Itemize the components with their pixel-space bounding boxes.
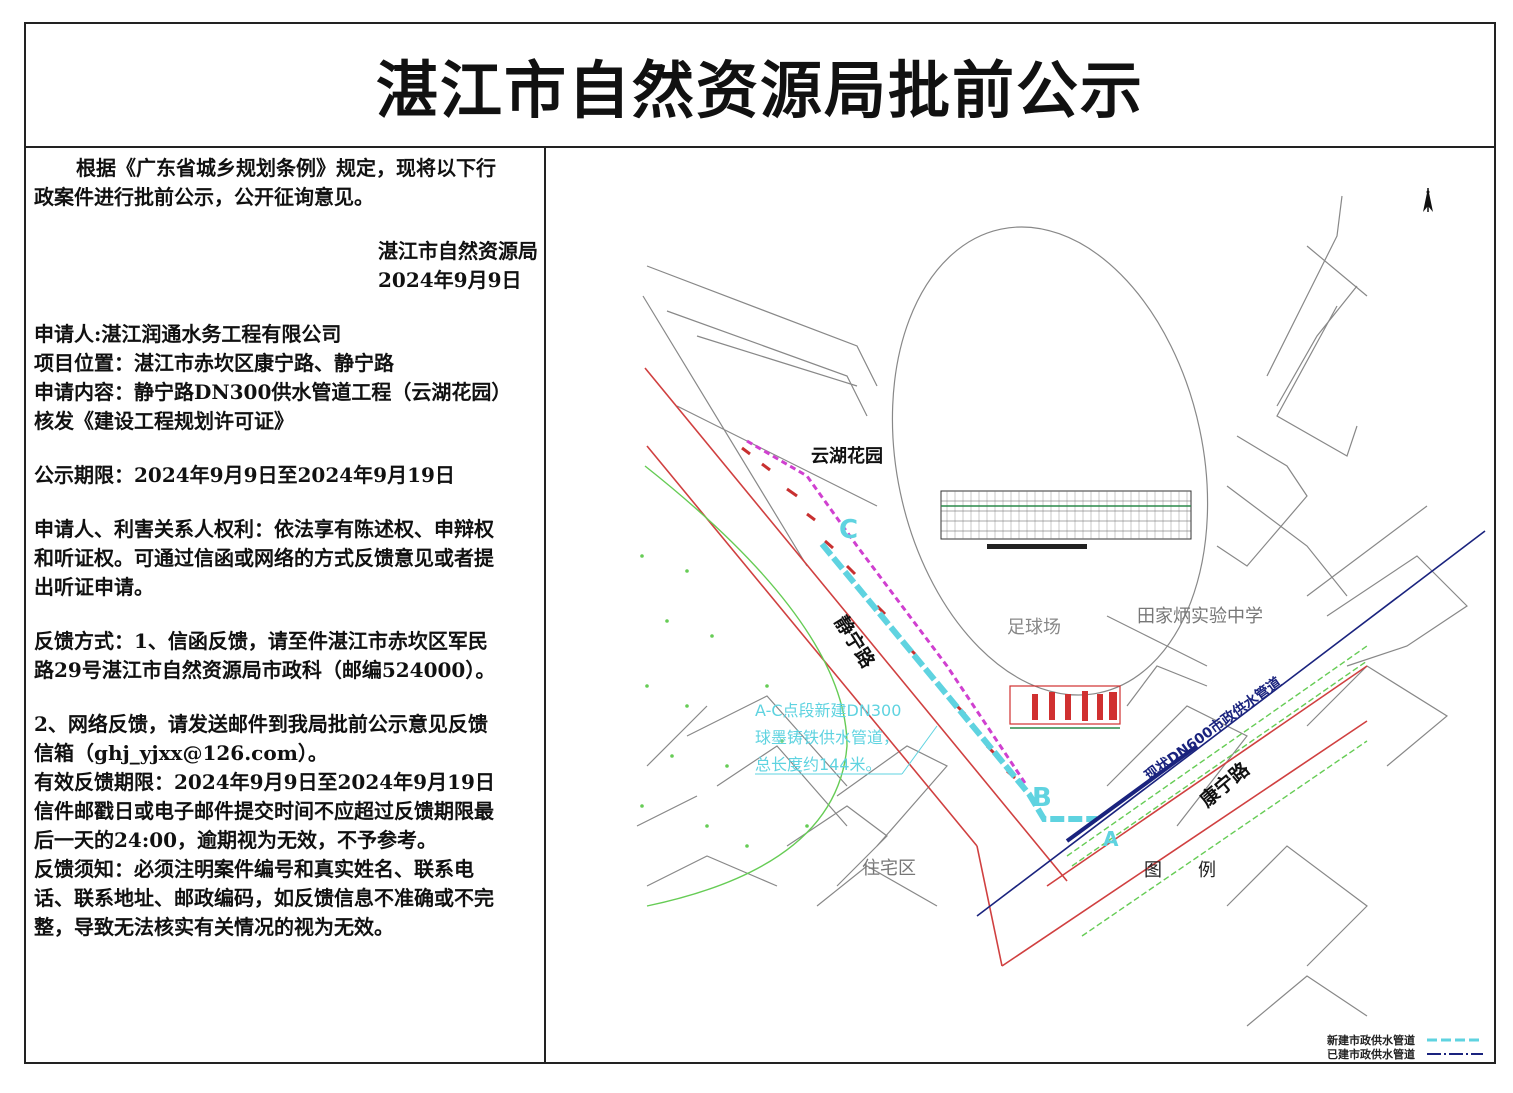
application-content-2: 核发《建设工程规划许可证》 [34,409,294,433]
issuer: 湛江市自然资源局 [378,239,538,263]
page-title: 湛江市自然资源局批前公示 [375,54,1144,127]
feedback-email-1: 2、网络反馈，请发送邮件到我局批前公示意见反馈 [34,712,488,736]
point-b-label: B [1032,783,1052,813]
profile-grid [946,491,1188,539]
profile-inset [940,490,1192,549]
green-boundaries [644,465,1368,937]
applicant: 申请人:湛江润通水务工程有限公司 [34,322,342,346]
notice-text-panel: 根据《广东省城乡规划条例》规定，现将以下行 政案件进行批前公示，公开征询意见。 … [26,146,546,1062]
survey-dash-line [746,439,1029,787]
feedback-deadline: 有效反馈期限：2024年9月9日至2024年9月19日 [34,770,495,794]
point-a-label: A [1103,827,1119,851]
north-arrow-icon [1423,188,1433,212]
feedback-notes-1: 反馈须知：必须注明案件编号和真实姓名、联系电 [34,857,474,881]
legend-title: 图 例 [1144,860,1216,881]
notice-period: 公示期限：2024年9月9日至2024年9月19日 [34,463,455,487]
notice-frame: 湛江市自然资源局批前公示 根据《广东省城乡规划条例》规定，现将以下行 政案件进行… [24,22,1496,1064]
label-jingning-road: 静宁路 [830,611,880,672]
intro-line-1: 根据《广东省城乡规划条例》规定，现将以下行 [76,156,496,180]
pipe-annotation: A-C点段新建DN300 球墨铸铁供水管道， 总长度约144米。 [755,701,938,775]
feedback-letter-2: 路29号湛江市自然资源局市政科（邮编524000）。 [34,658,496,682]
notice-date: 2024年9月9日 [378,268,522,292]
feedback-email-2: 信箱（ghj_yjxx@126.com）。 [34,741,328,765]
rights-line-2: 和听证权。可通过信函或网络的方式反馈意见或者提 [34,546,494,570]
label-yunhu-garden: 云湖花园 [811,445,883,467]
legend-new-label: 新建市政供水管道 [1327,1033,1415,1047]
site-plan-map: 云湖花园 足球场 田家炳实验中学 住宅区 静宁路 康宁路 现状DN600市政供水… [547,146,1496,1062]
postmark-rule-1: 信件邮戳日或电子邮件提交时间不应超过反馈期限最 [34,799,494,823]
legend: 新建市政供水管道 已建市政供水管道 [1327,1033,1483,1061]
site-plan-svg: 云湖花园 足球场 田家炳实验中学 住宅区 静宁路 康宁路 现状DN600市政供水… [636,188,1486,1061]
label-school: 田家炳实验中学 [1137,606,1263,627]
vegetation-dots [640,554,809,848]
label-football-field: 足球场 [1007,617,1061,638]
point-c-label: C [839,515,858,545]
new-pipe-line [819,542,1097,822]
legend-existing-label: 已建市政供水管道 [1327,1047,1415,1061]
annotation-line-1: A-C点段新建DN300 [755,701,901,720]
feedback-notes-3: 整，导致无法核实有关情况的视为无效。 [34,915,394,939]
rights-line-1: 申请人、利害关系人权利：依法享有陈述权、申辩权 [34,517,494,541]
application-content-1: 申请内容：静宁路DN300供水管道工程（云湖花园） [34,380,512,404]
title-bar: 湛江市自然资源局批前公示 [26,24,1494,148]
intro-line-2: 政案件进行批前公示，公开征询意见。 [34,185,374,209]
label-residential: 住宅区 [862,858,916,879]
building-outlines [636,195,1468,1027]
postmark-rule-2: 后一天的24:00，逾期视为无效，不予参考。 [34,828,438,852]
existing-pipe-line [976,530,1486,917]
rights-line-3: 出听证申请。 [34,575,154,599]
pipe-detail-block [1009,685,1121,729]
road-edges [644,367,1368,967]
annotation-line-2: 球墨铸铁供水管道， [755,728,899,747]
project-location: 项目位置：湛江市赤坎区康宁路、静宁路 [34,351,394,375]
annotation-line-3: 总长度约144米。 [755,755,882,774]
feedback-letter-1: 反馈方式：1、信函反馈，请至件湛江市赤坎区军民 [34,629,488,653]
feedback-notes-2: 话、联系地址、邮政编码，如反馈信息不准确或不完 [34,886,494,910]
